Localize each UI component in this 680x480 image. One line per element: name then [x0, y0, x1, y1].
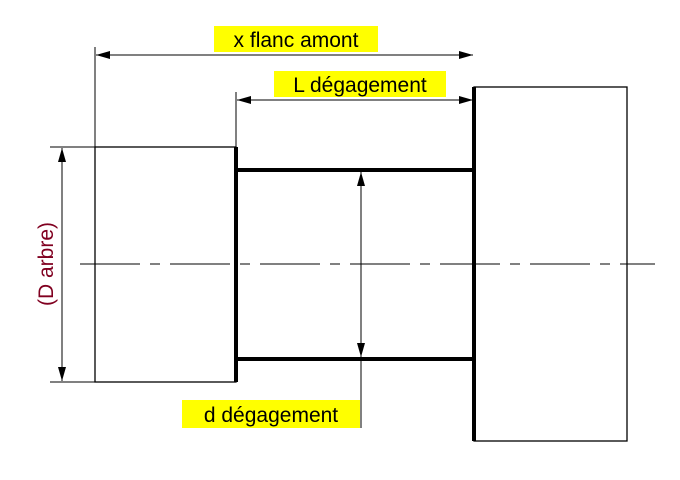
x-flanc-amont-highlight [214, 26, 378, 52]
d-degagement-label: d dégagement [204, 404, 338, 427]
d-arbre-label: (D arbre) [35, 222, 58, 306]
l-degagement-highlight [274, 71, 446, 97]
x-flanc-amont-label: x flanc amont [234, 29, 359, 52]
l-degagement-label: L dégagement [293, 74, 427, 97]
d-degagement-highlight [182, 400, 360, 428]
